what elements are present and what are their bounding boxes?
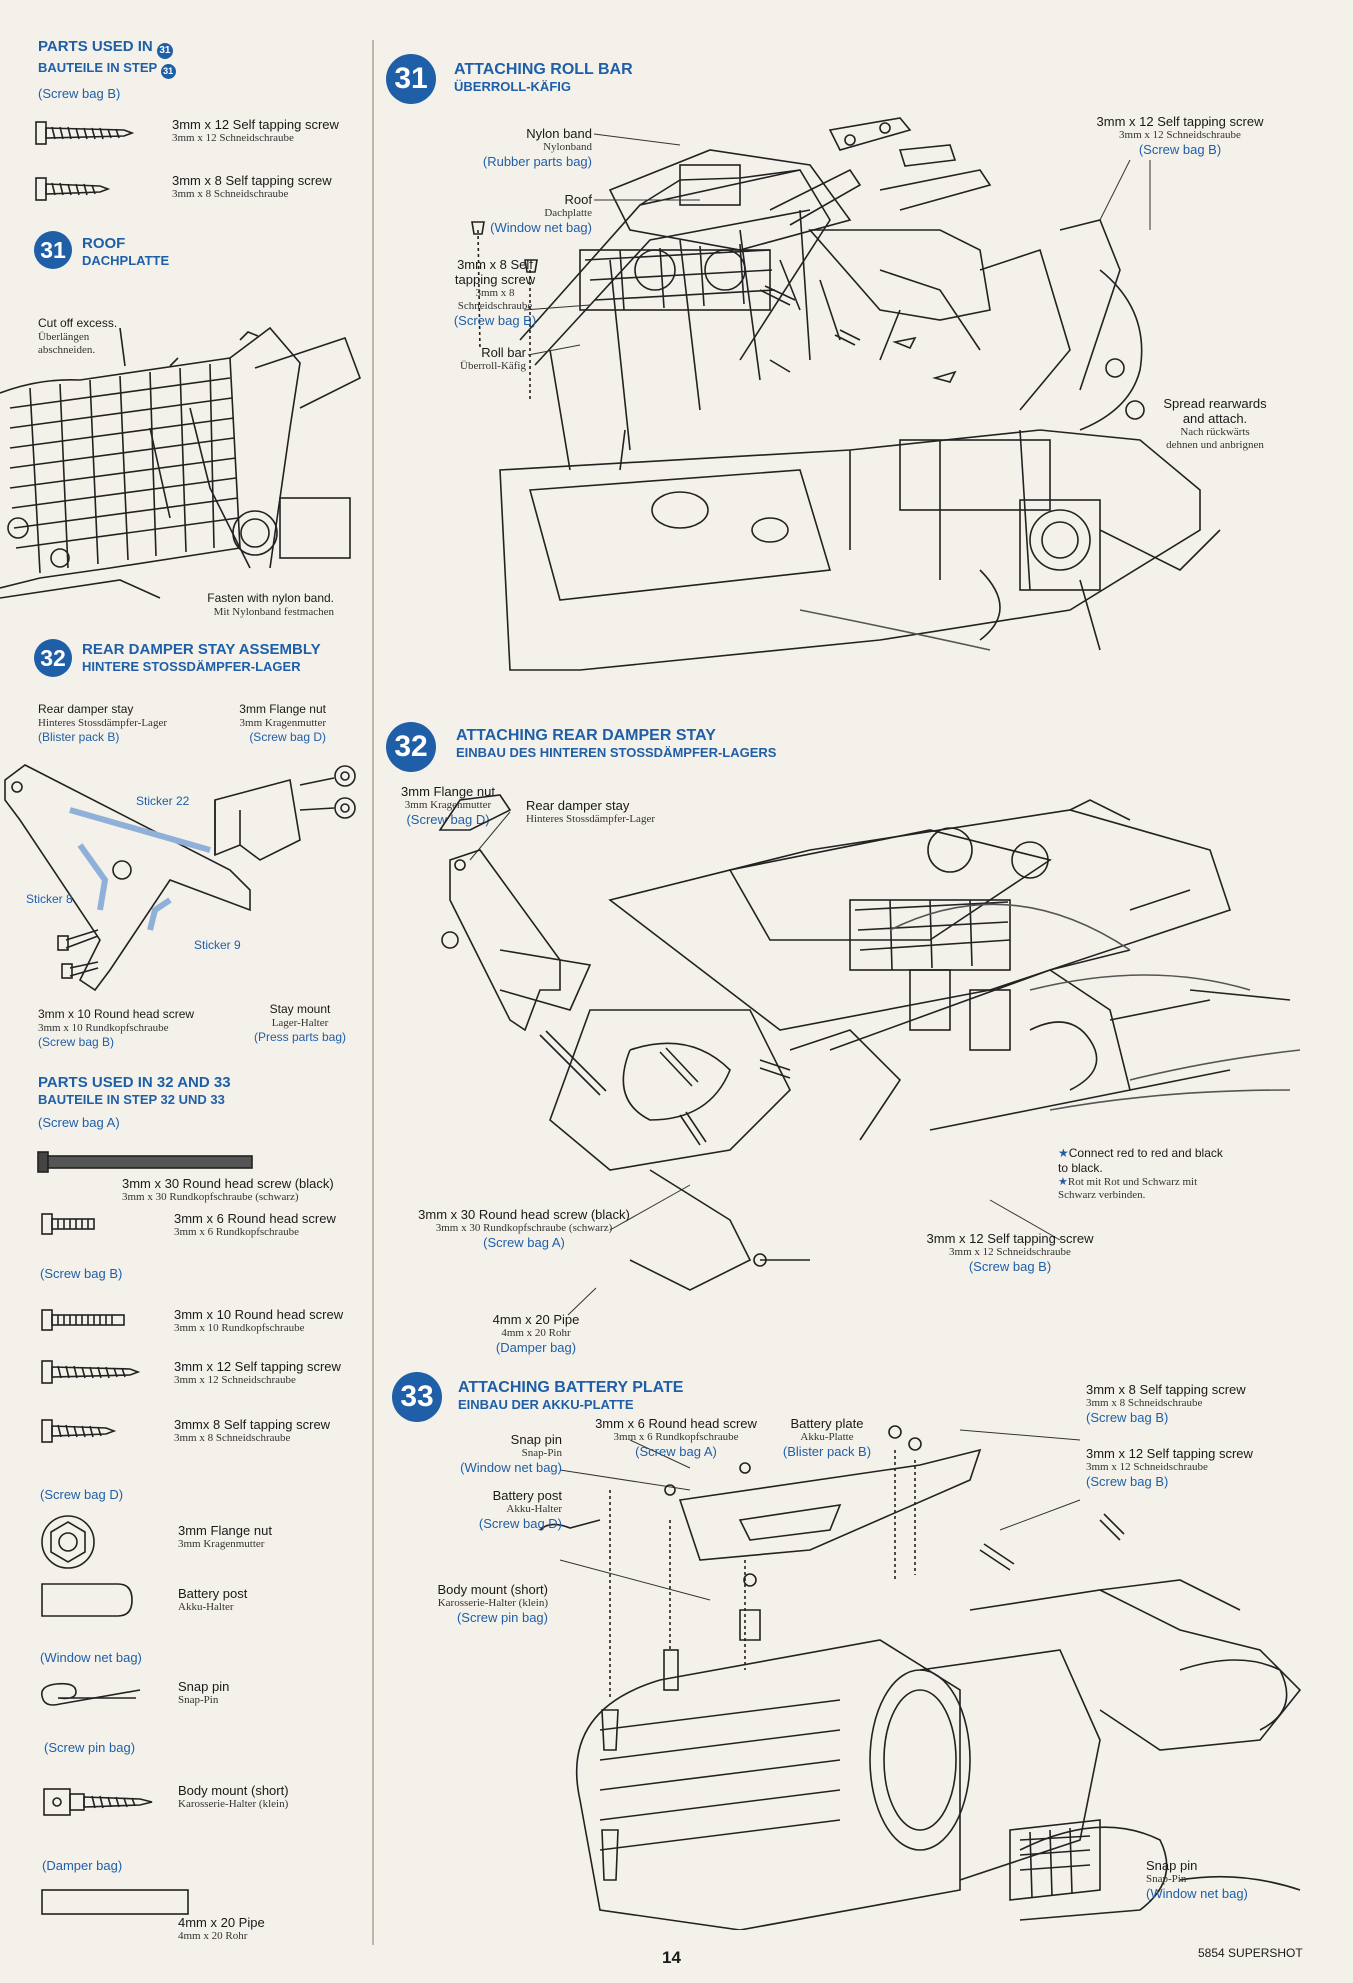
step-31-badge: 31 [34,231,72,269]
snap-pin-label: Snap pin Snap-Pin (Window net bag) [460,1432,562,1475]
parts-item: 3mm x 6 Round head screw 3mm x 6 Rundkop… [174,1211,336,1238]
roof-heading: ROOF DACHPLATTE [82,235,170,268]
round-head-screw-6-label: 3mm x 6 Round head screw 3mm x 6 Rundkop… [595,1416,757,1459]
self-tapping-screw-8-label: 3mm x 8 Self tapping screw 3mm x 8 Schne… [453,257,537,328]
pipe-icon [41,1889,189,1915]
step-badge: 31 [156,42,173,59]
parts-item: 3mm x 12 Self tapping screw 3mm x 12 Sch… [174,1359,341,1386]
step-32-badge: 32 [34,639,72,677]
roll-bar-illustration [471,117,1221,671]
self-tapping-screw-icon [41,1360,140,1384]
step-33-badge: 33 [392,1372,442,1422]
step-31-badge: 31 [386,54,436,104]
nylon-band-label: Nylon band Nylonband (Rubber parts bag) [482,126,592,169]
self-tapping-screw-12-label: 3mm x 12 Self tapping screw 3mm x 12 Sch… [1086,1446,1253,1489]
spread-rearwards-note: Spread rearwards and attach. Nach rückwä… [1163,396,1267,451]
parts-used-32-33-header: PARTS USED IN 32 AND 33 BAUTEILE IN STEP… [38,1074,231,1130]
screw-pin-bag-label: (Screw pin bag) [44,1740,136,1755]
round-head-screw-icon [41,1309,125,1331]
battery-plate-illustration [540,1425,1302,1930]
snap-pin-label-2: Snap pin Snap-Pin (Window net bag) [1146,1858,1248,1901]
parts-item: 3mm x 30 Round head screw (black) 3mm x … [122,1176,334,1203]
screw-bag-label: (Screw bag B) [40,1266,123,1281]
body-mount-label: Body mount (short) Karosserie-Halter (kl… [437,1582,548,1625]
parts-item: 3mm x 10 Round head screw 3mm x 10 Rundk… [174,1307,344,1334]
roll-bar-label: Roll bar Überroll-Käfig [460,345,526,372]
step-32-heading: ATTACHING REAR DAMPER STAY EINBAU DES HI… [456,727,777,760]
parts-used-31-header: PARTS USED IN 31 BAUTEILE IN STEP 31 (Sc… [38,38,176,101]
fasten-nylon-note: Fasten with nylon band. Mit Nylonband fe… [207,591,334,618]
parts-item: 3mm Flange nut 3mm Kragenmutter [178,1523,272,1550]
battery-plate-label: Battery plate Akku-Platte (Blister pack … [782,1416,872,1459]
pipe-label: 4mm x 20 Pipe 4mm x 20 Rohr (Damper bag) [492,1312,580,1355]
self-tapping-screw-icon [35,121,134,145]
window-net-bag-label: (Window net bag) [40,1650,142,1665]
step-badge: 31 [160,63,176,79]
flange-nut-label: 3mm Flange nut 3mm Kragenmutter (Screw b… [239,702,326,744]
cut-off-note: Cut off excess. Überlängen abschneiden. [38,316,118,356]
roof-net-illustration [0,326,362,599]
self-tapping-screw-icon [41,1419,117,1443]
connect-wires-note: ★Connect red to red and black to black. … [1058,1146,1223,1201]
round-head-screw-icon [41,1213,95,1235]
body-mount-icon [43,1788,153,1816]
battery-post-icon [41,1583,133,1617]
stay-mount-label: Stay mount Lager-Halter (Press parts bag… [253,1002,347,1044]
parts-item: Snap pin Snap-Pin [178,1679,230,1706]
step-32-badge: 32 [386,722,436,772]
round-head-screw-label: 3mm x 10 Round head screw 3mm x 10 Rundk… [38,1007,195,1049]
self-tapping-screw-icon [35,177,111,201]
parts-item: 4mm x 20 Pipe 4mm x 20 Rohr [178,1915,265,1942]
self-tapping-screw-8-label: 3mm x 8 Self tapping screw 3mm x 8 Schne… [1086,1382,1246,1425]
rear-damper-stay-label: Rear damper stay Hinteres Stossdämpfer-L… [526,798,655,825]
parts-item: 3mmx 8 Self tapping screw 3mm x 8 Schnei… [174,1417,331,1444]
battery-post-label: Battery post Akku-Halter (Screw bag D) [478,1488,562,1531]
rear-damper-stay-installation-illustration [438,794,1301,1291]
sticker-9-label: Sticker 9 [194,938,241,952]
snap-pin-icon [40,1682,141,1706]
sticker-8-label: Sticker 8 [26,892,73,906]
page-number: 14 [662,1948,681,1967]
round-head-screw-30-label: 3mm x 30 Round head screw (black) 3mm x … [418,1207,630,1250]
screw-bag-label: (Screw bag B) [38,85,121,101]
rear-damper-stay-illustration [4,764,356,992]
column-divider [372,40,374,1945]
flange-nut-label: 3mm Flange nut 3mm Kragenmutter (Screw b… [401,784,495,827]
self-tapping-screw-12-label: 3mm x 12 Self tapping screw 3mm x 12 Sch… [1096,114,1264,157]
rear-damper-stay-label: Rear damper stay Hinteres Stossdämpfer-L… [38,702,167,744]
round-head-screw-long-icon [37,1151,253,1173]
self-tapping-screw-12-label: 3mm x 12 Self tapping screw 3mm x 12 Sch… [926,1231,1094,1274]
rear-damper-stay-assembly-heading: REAR DAMPER STAY ASSEMBLY HINTERE STOSSD… [82,641,321,674]
parts-item: 3mm x 8 Self tapping screw 3mm x 8 Schne… [172,173,332,200]
parts-item: 3mm x 12 Self tapping screw 3mm x 12 Sch… [172,117,339,144]
parts-item: Body mount (short) Karosserie-Halter (kl… [178,1783,289,1810]
roof-label: Roof Dachplatte (Window net bag) [490,192,592,235]
step-31-heading: ATTACHING ROLL BAR ÜBERROLL-KÄFIG [454,61,633,94]
screw-bag-label: (Screw bag D) [40,1487,124,1502]
sticker-22-label: Sticker 22 [136,794,190,808]
parts-item: Battery post Akku-Halter [178,1586,248,1613]
damper-bag-label: (Damper bag) [42,1858,123,1873]
flange-nut-icon [41,1515,95,1569]
step-33-heading: ATTACHING BATTERY PLATE EINBAU DER AKKU-… [458,1379,684,1412]
model-label: 5854 SUPERSHOT [1198,1946,1303,1960]
